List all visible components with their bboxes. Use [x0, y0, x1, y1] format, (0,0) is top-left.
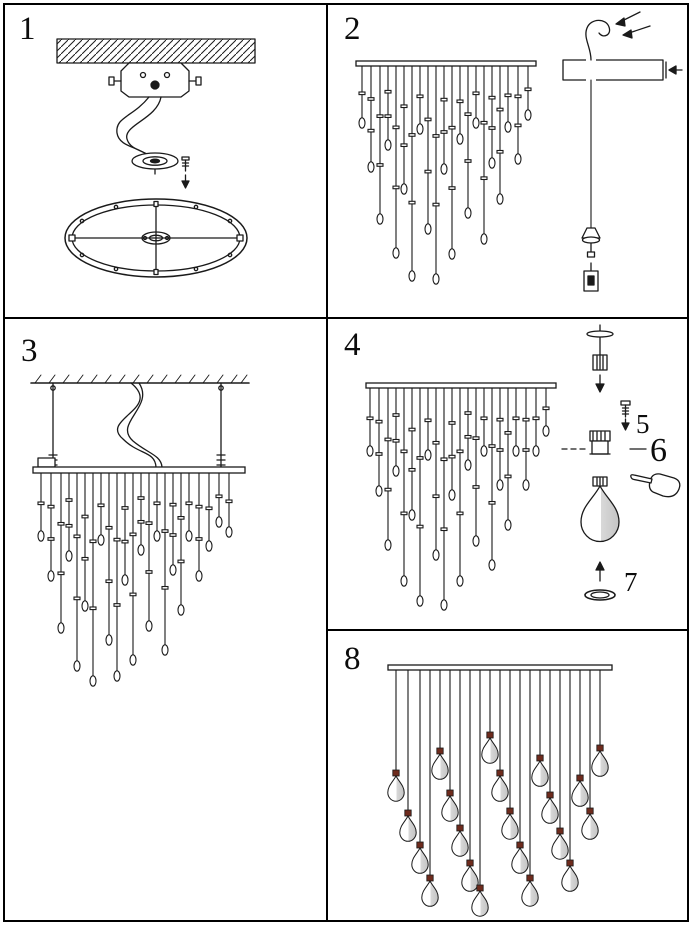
light-bulb: [580, 476, 620, 543]
threaded-rod-right: [216, 382, 226, 468]
step-2-drawing: [355, 11, 683, 292]
light-bulb: [461, 864, 479, 892]
arrow-up-icon: [595, 561, 605, 571]
step-6-number: 6: [650, 432, 667, 469]
ceiling-plate: [64, 198, 248, 278]
light-bulb: [491, 774, 509, 802]
crystal-strand-array: [365, 382, 557, 611]
step-1-panel: 1: [3, 3, 328, 319]
step-3-number: 3: [21, 333, 38, 369]
light-bulb: [399, 814, 417, 842]
step-7-ring: [584, 561, 616, 601]
light-bulb: [481, 736, 499, 764]
hook-assembly: [562, 11, 683, 232]
arrow-icon: [668, 65, 677, 75]
screw-with-arrow: [181, 156, 190, 189]
wire: [116, 382, 157, 468]
wire-connector: [583, 262, 599, 292]
light-bulb: [451, 829, 469, 857]
step-2-panel: 2: [326, 3, 689, 319]
crystal-strand-array: [355, 60, 537, 285]
light-bulb: [571, 779, 589, 807]
step-5-screw: [620, 400, 631, 431]
step-7-number: 7: [624, 567, 638, 597]
step-3-drawing: [30, 374, 250, 687]
arrow-icon: [615, 17, 626, 27]
step-6-socket: [561, 430, 647, 455]
arrow-down-icon: [621, 422, 630, 431]
hang-pipe: [586, 324, 614, 393]
step-3-panel: 3: [3, 317, 328, 922]
mounting-bracket: [120, 62, 190, 98]
arrow-down-icon: [595, 383, 605, 393]
step-8-drawing: [387, 664, 613, 917]
bracket-screw-right: [195, 76, 202, 86]
light-bulb: [521, 879, 539, 907]
threaded-rod-left: [48, 382, 58, 468]
step-1-number: 1: [19, 11, 36, 47]
bracket-screw-left: [108, 76, 115, 86]
wire: [126, 96, 162, 158]
bulb-strand-array: [387, 664, 613, 917]
step-1-drawing: [56, 38, 256, 278]
light-bulb: [501, 812, 519, 840]
step-2-number: 2: [344, 11, 361, 47]
junction-box: [37, 457, 56, 468]
light-bulb: [471, 889, 489, 917]
hook: [585, 19, 611, 61]
light-bulb: [421, 879, 439, 907]
light-bulb: [591, 749, 609, 777]
ceiling-line: [30, 374, 250, 384]
light-bulb: [581, 812, 599, 840]
light-bulb: [511, 846, 529, 874]
step-4-panel: 4: [326, 317, 689, 631]
step-8-panel: 8: [326, 629, 689, 922]
light-bulb: [431, 752, 449, 780]
light-bulb: [551, 832, 569, 860]
light-bulb: [531, 759, 549, 787]
step-5-number: 5: [636, 409, 650, 439]
step-4-drawing: 5 6 7: [365, 324, 681, 611]
light-bulb: [411, 846, 429, 874]
step-8-number: 8: [344, 641, 361, 677]
pointing-hand-icon: [630, 473, 681, 498]
light-bulb: [541, 796, 559, 824]
wire-stopper: [581, 227, 601, 258]
step-4-number: 4: [344, 327, 361, 363]
light-bulb: [561, 864, 579, 892]
ceiling-joist: [56, 38, 256, 64]
light-bulb: [387, 774, 405, 802]
wire: [126, 382, 163, 468]
crystal-strand-array: [32, 466, 246, 687]
arrow-icon: [622, 29, 633, 39]
light-bulb: [441, 794, 459, 822]
